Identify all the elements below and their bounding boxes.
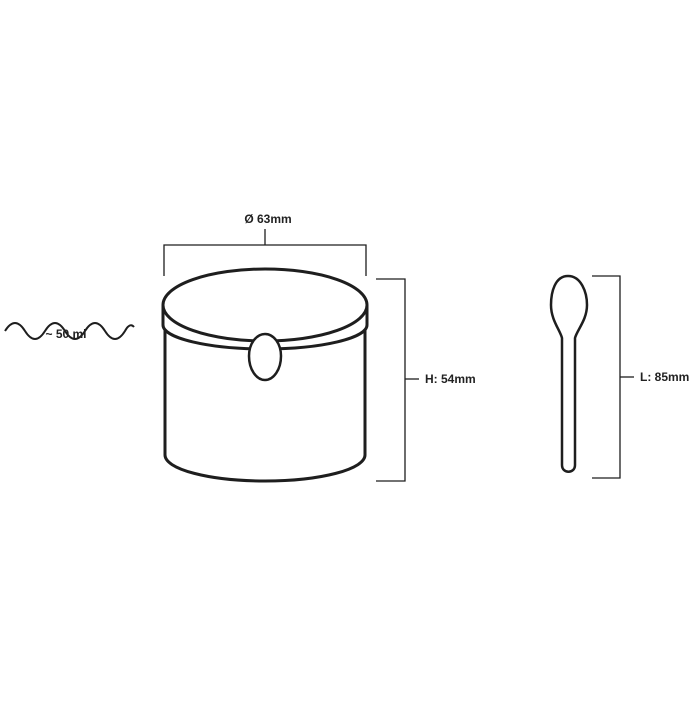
jar-lid-top [161, 267, 369, 343]
jar [161, 267, 369, 483]
volume-label: ~ 50 ml [45, 327, 86, 341]
length-dimension: L: 85mm [592, 275, 689, 479]
jar-spoon-notch [247, 332, 283, 382]
height-label: H: 54mm [425, 372, 476, 386]
spoon [549, 274, 589, 473]
length-label: L: 85mm [640, 370, 689, 384]
height-dimension: H: 54mm [376, 278, 476, 482]
length-bracket [592, 275, 621, 479]
diameter-label: Ø 63mm [244, 212, 291, 226]
height-bracket [376, 278, 406, 482]
diameter-dimension: Ø 63mm [163, 212, 367, 276]
spoon-shape [549, 274, 589, 473]
volume-indicator: ~ 50 ml [4, 322, 135, 341]
wave-icon [4, 322, 135, 340]
